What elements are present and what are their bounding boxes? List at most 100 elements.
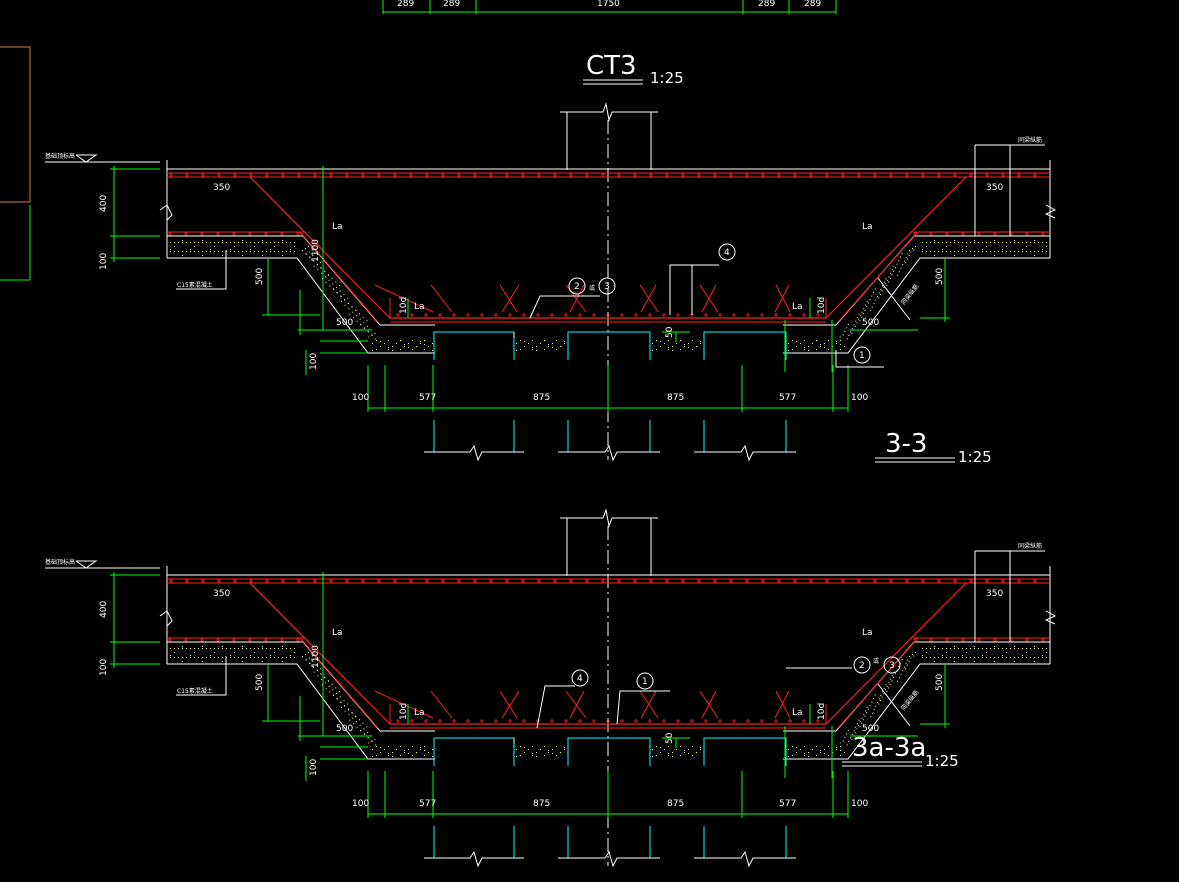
hatch-dot	[950, 657, 951, 658]
mid-bar-dot	[184, 638, 188, 642]
cap-left-break	[159, 204, 173, 221]
hatch-dot	[388, 753, 389, 754]
hatch-dot	[308, 657, 310, 659]
hatch-dot	[332, 283, 334, 285]
hatch-dot	[324, 676, 326, 678]
hatch-dot	[926, 652, 927, 653]
hatch-dot	[376, 340, 377, 341]
hatch-dot	[788, 343, 789, 344]
hatch-dot	[836, 749, 837, 750]
level-triangle	[75, 560, 98, 569]
top-bar-dot	[313, 173, 317, 177]
hatch-dot	[853, 324, 855, 326]
hatch-dot	[853, 730, 855, 732]
hatch-dot	[294, 246, 295, 247]
hatch-dot	[888, 276, 890, 278]
hatch-dot	[864, 309, 866, 311]
bottom-bar-dot	[522, 313, 526, 317]
hatch-dot	[808, 752, 809, 753]
hatch-dot	[889, 683, 891, 685]
hatch-dot	[548, 346, 549, 347]
hatch-dot	[1026, 648, 1027, 649]
hatch-dot	[174, 251, 175, 252]
hatch-dot	[258, 657, 259, 658]
hatch-dot	[1034, 251, 1035, 252]
dim-10d-left: 10d	[399, 703, 409, 720]
hatch-dot	[278, 242, 279, 243]
hatch-dot	[680, 755, 681, 756]
hatch-dot	[351, 306, 353, 308]
hatch-dot	[1030, 242, 1031, 243]
hatch-dot	[846, 327, 848, 329]
hatch-dot	[792, 746, 793, 747]
top-bar-dot	[585, 579, 589, 583]
hatch-dot	[544, 746, 545, 747]
hatch-dot	[982, 242, 983, 243]
hatch-dot	[294, 648, 295, 649]
bubble-2: 2	[574, 282, 580, 292]
hatch-dot	[329, 285, 331, 287]
hatch-dot	[336, 698, 338, 699]
hatch-dot	[1042, 657, 1043, 658]
hatch-dot	[305, 248, 306, 249]
bottom-bar-dot	[718, 313, 722, 317]
hatch-dot	[672, 752, 673, 753]
hatch-dot	[544, 349, 545, 350]
dim-400: 400	[99, 601, 109, 618]
top-bar-dot	[809, 579, 813, 583]
hatch-dot	[1034, 661, 1035, 662]
bottom-bar-dot	[480, 719, 484, 723]
top-bar-dot	[489, 579, 493, 583]
hatch-dot	[226, 242, 227, 243]
hatch-dot	[254, 251, 255, 252]
hatch-dot	[907, 659, 909, 661]
hatch-dot	[684, 750, 685, 751]
hatch-dot	[416, 346, 417, 347]
hatch-dot	[290, 249, 291, 250]
hatch-dot	[349, 313, 351, 315]
hatch-dot	[1038, 251, 1039, 252]
bubble-leader-23	[529, 295, 600, 319]
hatch-dot	[316, 258, 318, 260]
hatch-dot	[850, 737, 852, 739]
dim-500-left-vert: 500	[255, 268, 265, 285]
bubble-2-circle	[568, 277, 586, 295]
hatch-dot	[680, 340, 681, 341]
hatch-dot	[363, 733, 365, 735]
hatch-dot	[327, 680, 329, 682]
hatch-dot	[270, 655, 271, 656]
hatch-dot	[668, 349, 669, 350]
hatch-dot	[349, 719, 351, 721]
bottom-bar-dot	[634, 313, 638, 317]
hatch-dot	[363, 728, 365, 730]
hatch-dot	[331, 277, 333, 279]
hatch-dot	[182, 240, 183, 241]
hatch-dot	[891, 675, 893, 677]
hatch-dot	[672, 346, 673, 347]
hatch-dot	[317, 675, 319, 677]
hatch-dot	[930, 648, 931, 649]
hatch-dot	[274, 657, 275, 658]
hatch-dot	[408, 749, 409, 750]
hatch-dot	[881, 696, 883, 698]
hatch-dot	[804, 347, 805, 348]
mid-bar-dot	[961, 232, 965, 236]
mid-bar-dot	[232, 232, 236, 236]
hatch-dot	[358, 719, 360, 721]
hatch-dot	[878, 292, 880, 294]
hatch-dot	[938, 657, 939, 658]
hatch-dot	[312, 255, 314, 257]
hatch-dot	[840, 746, 841, 747]
la-label-4: La	[862, 222, 873, 232]
hatch-dot	[294, 242, 295, 243]
hatch-dot	[355, 715, 357, 717]
bottom-bar-dot	[424, 313, 428, 317]
hatch-dot	[516, 749, 517, 750]
top-bar-dot	[393, 579, 397, 583]
hatch-dot	[875, 705, 877, 707]
hatch-dot	[1034, 242, 1035, 243]
top-bar-dot	[329, 173, 333, 177]
column-break-line	[560, 102, 658, 122]
